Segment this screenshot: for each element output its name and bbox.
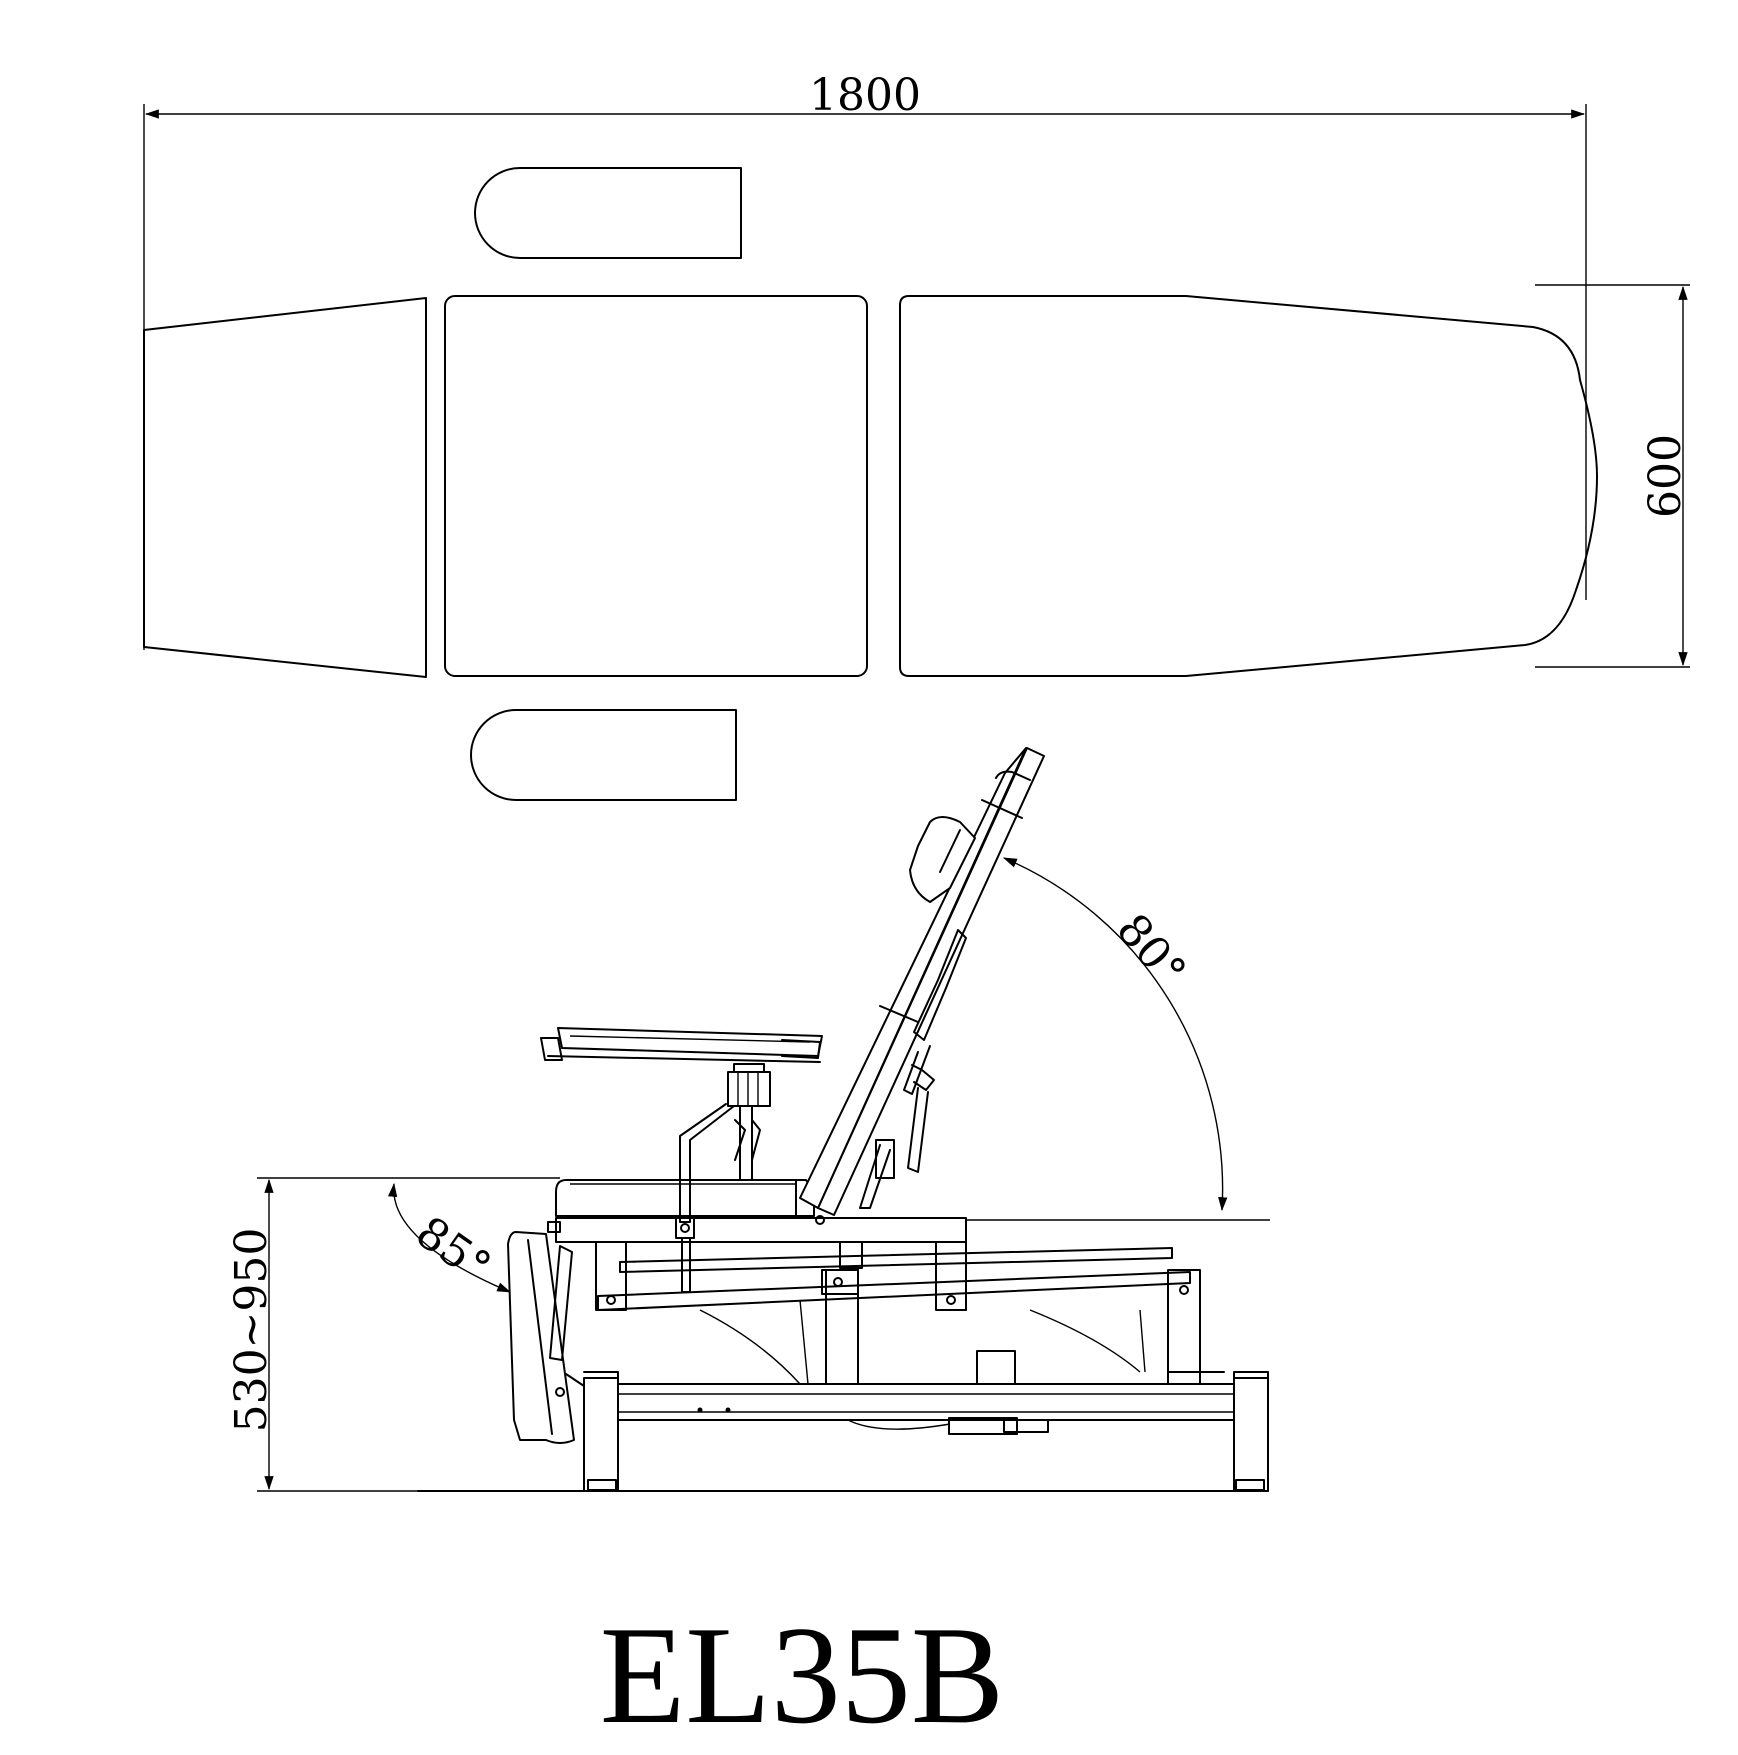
- armrest-bottom: [470, 709, 737, 801]
- seat-supports: [595, 1241, 967, 1311]
- width-dimension: 600: [1535, 284, 1691, 668]
- backrest-angle-annotation: 80°: [966, 857, 1270, 1221]
- backrest: [799, 747, 1045, 1216]
- top-view: 1800 600: [143, 70, 1691, 801]
- height-dimension: 530~950: [226, 1177, 560, 1492]
- linkage-arms: [597, 1247, 1225, 1385]
- side-view: 530~950: [226, 747, 1270, 1492]
- base-frame: [583, 1371, 1269, 1492]
- model-name: EL35B: [600, 1598, 1004, 1753]
- legrest-angle-annotation: 85°: [388, 1182, 512, 1293]
- leg-rest: [507, 1221, 585, 1444]
- length-dimension: 1800: [143, 70, 1587, 650]
- height-label: 530~950: [226, 1228, 277, 1433]
- backrest-angle-label: 80°: [1107, 904, 1196, 997]
- leg-section: [143, 297, 427, 678]
- seat-section: [444, 295, 868, 677]
- width-label: 600: [1640, 434, 1691, 518]
- back-section: [899, 295, 1598, 677]
- side-tray: [540, 1027, 823, 1293]
- armrest-top: [474, 167, 742, 259]
- length-label: 1800: [809, 70, 921, 121]
- seat: [555, 1179, 967, 1243]
